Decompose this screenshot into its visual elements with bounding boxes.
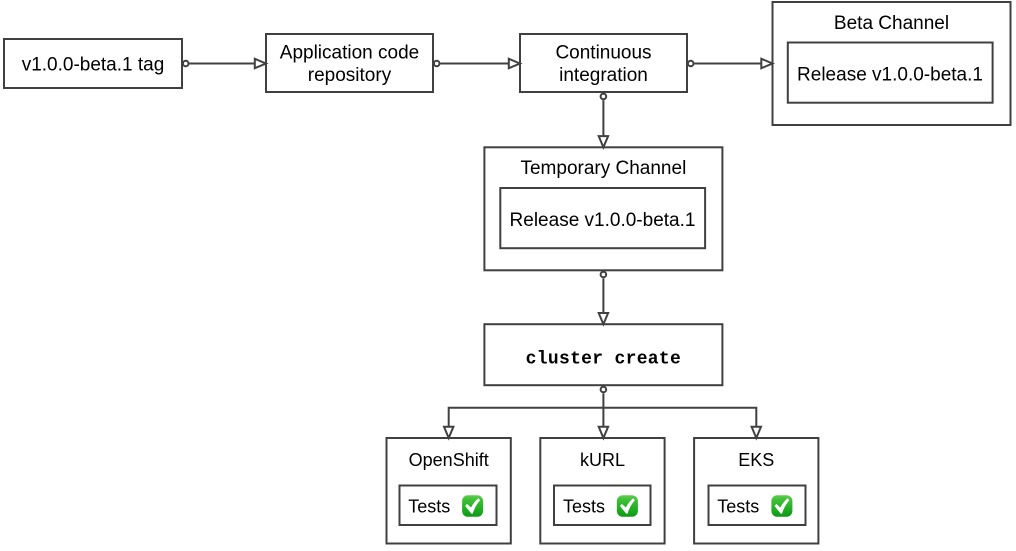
svg-text:Tests: Tests xyxy=(717,496,759,516)
svg-text:Release v1.0.0-beta.1: Release v1.0.0-beta.1 xyxy=(510,210,696,231)
svg-text:kURL: kURL xyxy=(580,450,625,470)
svg-text:v1.0.0-beta.1 tag: v1.0.0-beta.1 tag xyxy=(22,54,165,75)
svg-text:Temporary Channel: Temporary Channel xyxy=(520,158,686,179)
svg-text:EKS: EKS xyxy=(738,450,774,470)
svg-text:Beta Channel: Beta Channel xyxy=(834,13,949,34)
svg-text:Tests: Tests xyxy=(563,496,605,516)
svg-text:Release v1.0.0-beta.1: Release v1.0.0-beta.1 xyxy=(797,65,983,86)
svg-text:Application code: Application code xyxy=(280,43,419,64)
svg-text:Continuous: Continuous xyxy=(555,43,651,64)
svg-text:repository: repository xyxy=(308,65,392,86)
svg-text:integration: integration xyxy=(559,65,648,86)
svg-text:cluster create: cluster create xyxy=(526,349,681,369)
svg-text:Tests: Tests xyxy=(408,496,450,516)
svg-text:OpenShift: OpenShift xyxy=(409,450,489,470)
